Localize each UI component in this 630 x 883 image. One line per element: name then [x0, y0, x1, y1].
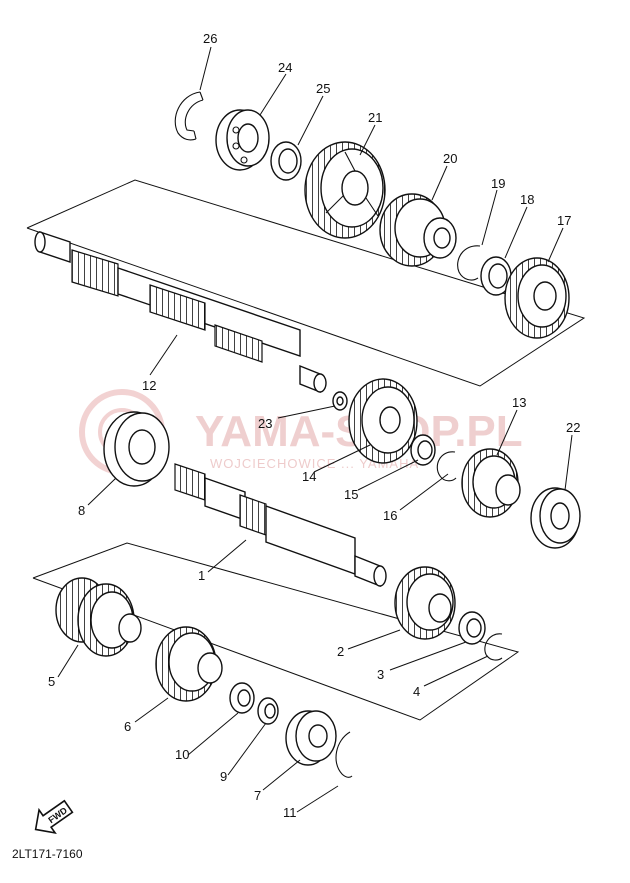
part-20-gear	[379, 193, 457, 267]
part-11-circlip	[335, 731, 353, 778]
part-1-drive-axle	[174, 463, 387, 588]
callout-labels: 26 24 25 21 20 19 18 17 12 23 14 13 22 1…	[48, 31, 580, 820]
part-3-washer	[458, 611, 486, 645]
callout-26: 26	[203, 31, 217, 46]
callout-12: 12	[142, 378, 156, 393]
fwd-arrow-icon: FWD	[34, 799, 74, 835]
part-15-washer	[410, 434, 436, 466]
part-5-gear	[55, 577, 142, 657]
callout-15: 15	[344, 487, 358, 502]
part-10-washer	[229, 682, 255, 714]
leader-lines	[57, 46, 573, 813]
callout-16: 16	[383, 508, 397, 523]
callout-20: 20	[443, 151, 457, 166]
part-25-washer	[270, 141, 302, 181]
lower-group-frame	[32, 542, 520, 721]
diagram-code: 2LT171-7160	[12, 847, 83, 861]
callout-3: 3	[377, 667, 384, 682]
callout-18: 18	[520, 192, 534, 207]
callout-5: 5	[48, 674, 55, 689]
part-24-bearing	[215, 109, 270, 171]
callout-2: 2	[337, 644, 344, 659]
upper-group-frame	[26, 179, 586, 387]
callout-6: 6	[124, 719, 131, 734]
part-26-circlip	[174, 91, 204, 141]
callout-13: 13	[512, 395, 526, 410]
part-2-gear	[394, 566, 456, 640]
callout-8: 8	[78, 503, 85, 518]
callout-9: 9	[220, 769, 227, 784]
callout-24: 24	[278, 60, 292, 75]
part-19-circlip	[457, 245, 481, 281]
callout-14: 14	[302, 469, 316, 484]
part-16-circlip	[436, 451, 457, 482]
part-17-gear	[504, 257, 570, 339]
part-23-collar	[332, 391, 348, 411]
callout-25: 25	[316, 81, 330, 96]
callout-17: 17	[557, 213, 571, 228]
callout-23: 23	[258, 416, 272, 431]
part-14-gear	[348, 378, 418, 464]
part-8-bearing	[103, 411, 170, 487]
callout-21: 21	[368, 110, 382, 125]
callout-10: 10	[175, 747, 189, 762]
callout-7: 7	[254, 788, 261, 803]
callout-4: 4	[413, 684, 420, 699]
callout-22: 22	[566, 420, 580, 435]
part-9-washer	[257, 697, 279, 725]
callout-1: 1	[198, 568, 205, 583]
part-7-bearing	[285, 710, 337, 766]
callout-19: 19	[491, 176, 505, 191]
watermark-subtext: WOJCIECHOWICE ... YAMAHA	[210, 456, 419, 471]
callout-11: 11	[283, 805, 297, 820]
part-6-gear	[155, 626, 223, 702]
part-12-main-axle	[34, 231, 327, 394]
part-21-gear	[304, 141, 386, 239]
part-18-washer	[480, 256, 512, 296]
part-22-bearing	[530, 487, 581, 549]
part-13-gear	[461, 448, 521, 518]
